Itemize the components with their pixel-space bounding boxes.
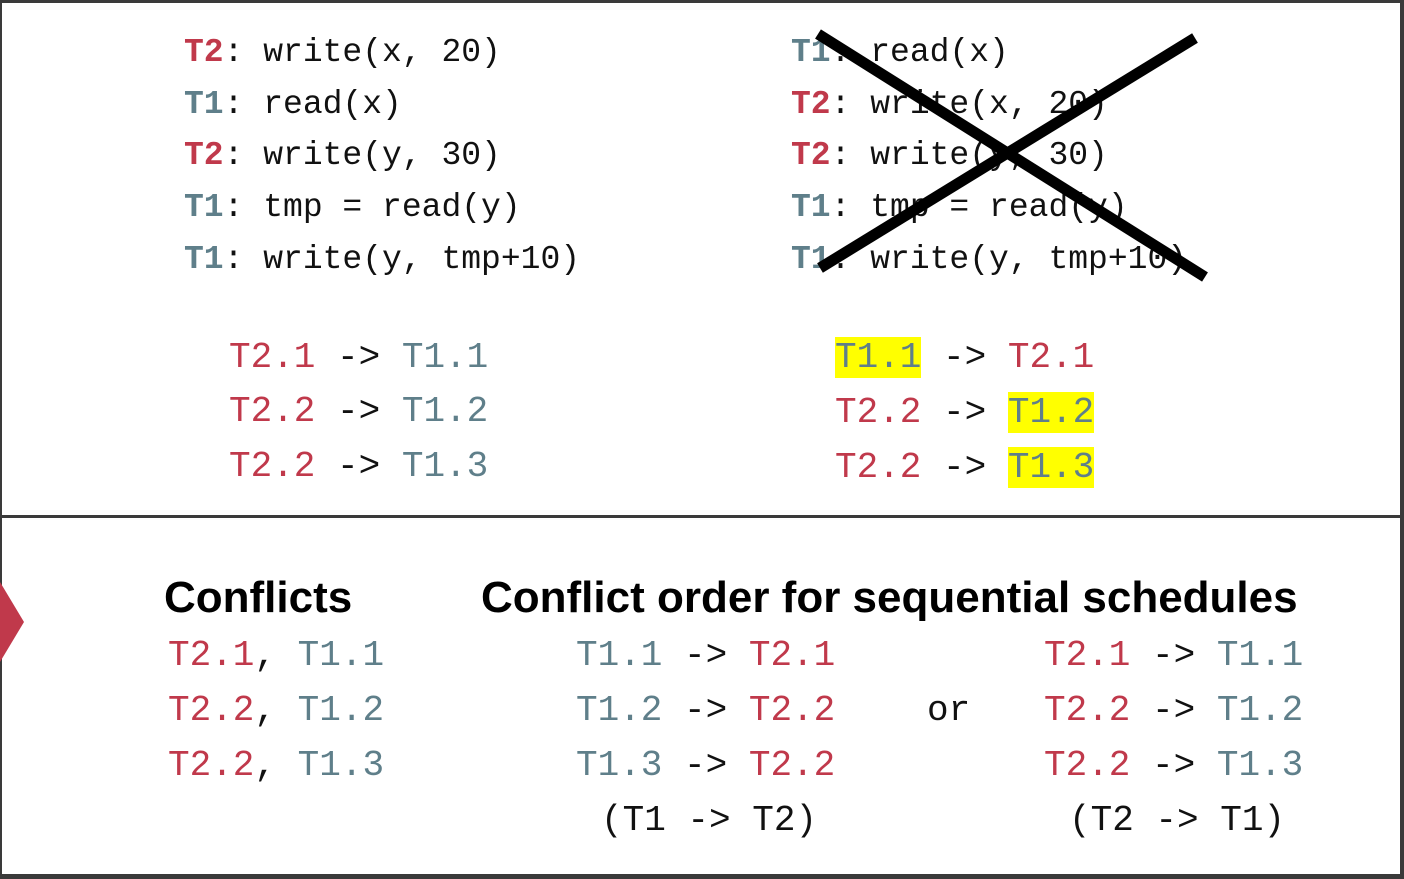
schedule-right-line: T1: read(x) (791, 33, 1009, 73)
conflict-a: T2.2 (168, 690, 255, 731)
or-label: or (927, 690, 971, 731)
dep-arrow: -> (921, 337, 1008, 378)
order-arrow: -> (1130, 635, 1217, 676)
dep-source: T2.1 (229, 337, 316, 378)
tx-operation: : tmp = read(y) (830, 189, 1128, 226)
tx-label: T2 (184, 34, 224, 71)
order-row: T1.3 -> T2.2 (576, 744, 835, 788)
dep-source-highlighted: T1.1 (835, 337, 922, 378)
order-source: T1.2 (576, 690, 663, 731)
order-source: T2.2 (1044, 745, 1131, 786)
conflict-sep: , (254, 690, 298, 731)
order-arrow: -> (662, 635, 749, 676)
conflict-b: T1.3 (297, 745, 385, 786)
bottom-panel: Conflicts Conflict order for sequential … (2, 518, 1400, 874)
tx-operation: : read(x) (223, 86, 402, 123)
tx-label: T1 (184, 189, 224, 226)
order-target: T1.3 (1216, 745, 1304, 786)
schedule-right-line: T1: tmp = read(y) (791, 188, 1128, 228)
tx-label: T1 (184, 241, 224, 278)
schedule-right-line: T2: write(y, 30) (791, 136, 1108, 176)
tx-operation: : read(x) (830, 34, 1009, 71)
tx-operation: : write(y, tmp+10) (223, 241, 581, 278)
dep-arrow: -> (315, 446, 402, 487)
order-source: T2.2 (1044, 690, 1131, 731)
schedule-left-line: T1: read(x) (184, 85, 402, 125)
schedule-left-line: T1: tmp = read(y) (184, 188, 521, 228)
dep-arrow: -> (315, 391, 402, 432)
order-row: T2.2 -> T1.2 (1044, 689, 1303, 733)
conflict-b: T1.1 (297, 635, 385, 676)
dep-target-highlighted: T1.2 (1007, 392, 1095, 433)
order-target: T1.1 (1216, 635, 1304, 676)
dep-arrow: -> (315, 337, 402, 378)
schedule-left-line: T2: write(x, 20) (184, 33, 501, 73)
dep-arrow: -> (921, 447, 1008, 488)
order-row: T1.1 -> T2.1 (576, 634, 835, 678)
dependency-row: T2.2 -> T1.2 (835, 391, 1095, 435)
tx-label: T1 (791, 34, 831, 71)
conflict-pair: T2.1, T1.1 (168, 634, 384, 678)
tx-operation: : write(y, 30) (223, 137, 501, 174)
order-row: T1.2 -> T2.2 (576, 689, 835, 733)
dep-target: T1.2 (401, 391, 489, 432)
tx-operation: : write(y, tmp+10) (830, 241, 1188, 278)
tx-operation: : write(y, 30) (830, 137, 1108, 174)
top-panel: T2: write(x, 20) T1: read(x) T2: write(y… (2, 3, 1400, 515)
dep-source: T2.2 (229, 446, 316, 487)
tx-label: T2 (791, 137, 831, 174)
dep-source: T2.2 (835, 392, 922, 433)
order-summary: (T2 -> T1) (1069, 800, 1286, 841)
schedule-right-line: T1: write(y, tmp+10) (791, 240, 1187, 280)
dep-arrow: -> (921, 392, 1008, 433)
dep-target: T2.1 (1007, 337, 1095, 378)
conflicts-heading: Conflicts (164, 573, 353, 622)
tx-operation: : write(x, 20) (830, 86, 1108, 123)
conflict-pair: T2.2, T1.2 (168, 689, 384, 733)
order-target: T2.2 (748, 745, 836, 786)
schedule-left-line: T2: write(y, 30) (184, 136, 501, 176)
order-source: T2.1 (1044, 635, 1131, 676)
conflict-b: T1.2 (297, 690, 385, 731)
dependency-row: T2.2 -> T1.3 (229, 445, 488, 489)
order-arrow: -> (1130, 690, 1217, 731)
tx-operation: : tmp = read(y) (223, 189, 521, 226)
conflict-a: T2.1 (168, 635, 255, 676)
order-arrow: -> (662, 690, 749, 731)
order-arrow: -> (1130, 745, 1217, 786)
dep-source: T2.2 (229, 391, 316, 432)
dependency-row: T2.2 -> T1.2 (229, 390, 488, 434)
conflict-order-heading: Conflict order for sequential schedules (481, 573, 1298, 622)
conflict-sep: , (254, 745, 298, 786)
schedule-left-line: T1: write(y, tmp+10) (184, 240, 580, 280)
tx-label: T1 (791, 189, 831, 226)
order-row: T2.1 -> T1.1 (1044, 634, 1303, 678)
conflict-pair: T2.2, T1.3 (168, 744, 384, 788)
conflict-a: T2.2 (168, 745, 255, 786)
dep-target: T1.3 (401, 446, 489, 487)
dep-target: T1.1 (401, 337, 489, 378)
order-target: T2.2 (748, 690, 836, 731)
conflict-sep: , (254, 635, 298, 676)
order-row: T2.2 -> T1.3 (1044, 744, 1303, 788)
tx-label: T1 (791, 241, 831, 278)
order-target: T2.1 (748, 635, 836, 676)
tx-label: T1 (184, 86, 224, 123)
order-target: T1.2 (1216, 690, 1304, 731)
side-marker-arrow (0, 582, 24, 662)
dependency-row: T2.1 -> T1.1 (229, 336, 488, 380)
order-source: T1.3 (576, 745, 663, 786)
tx-operation: : write(x, 20) (223, 34, 501, 71)
schedule-right-line: T2: write(x, 20) (791, 85, 1108, 125)
dep-source: T2.2 (835, 447, 922, 488)
dependency-row: T1.1 -> T2.1 (835, 336, 1094, 380)
order-arrow: -> (662, 745, 749, 786)
order-summary: (T1 -> T2) (601, 800, 818, 841)
order-source: T1.1 (576, 635, 663, 676)
tx-label: T2 (184, 137, 224, 174)
dep-target-highlighted: T1.3 (1007, 447, 1095, 488)
dependency-row: T2.2 -> T1.3 (835, 446, 1095, 490)
tx-label: T2 (791, 86, 831, 123)
